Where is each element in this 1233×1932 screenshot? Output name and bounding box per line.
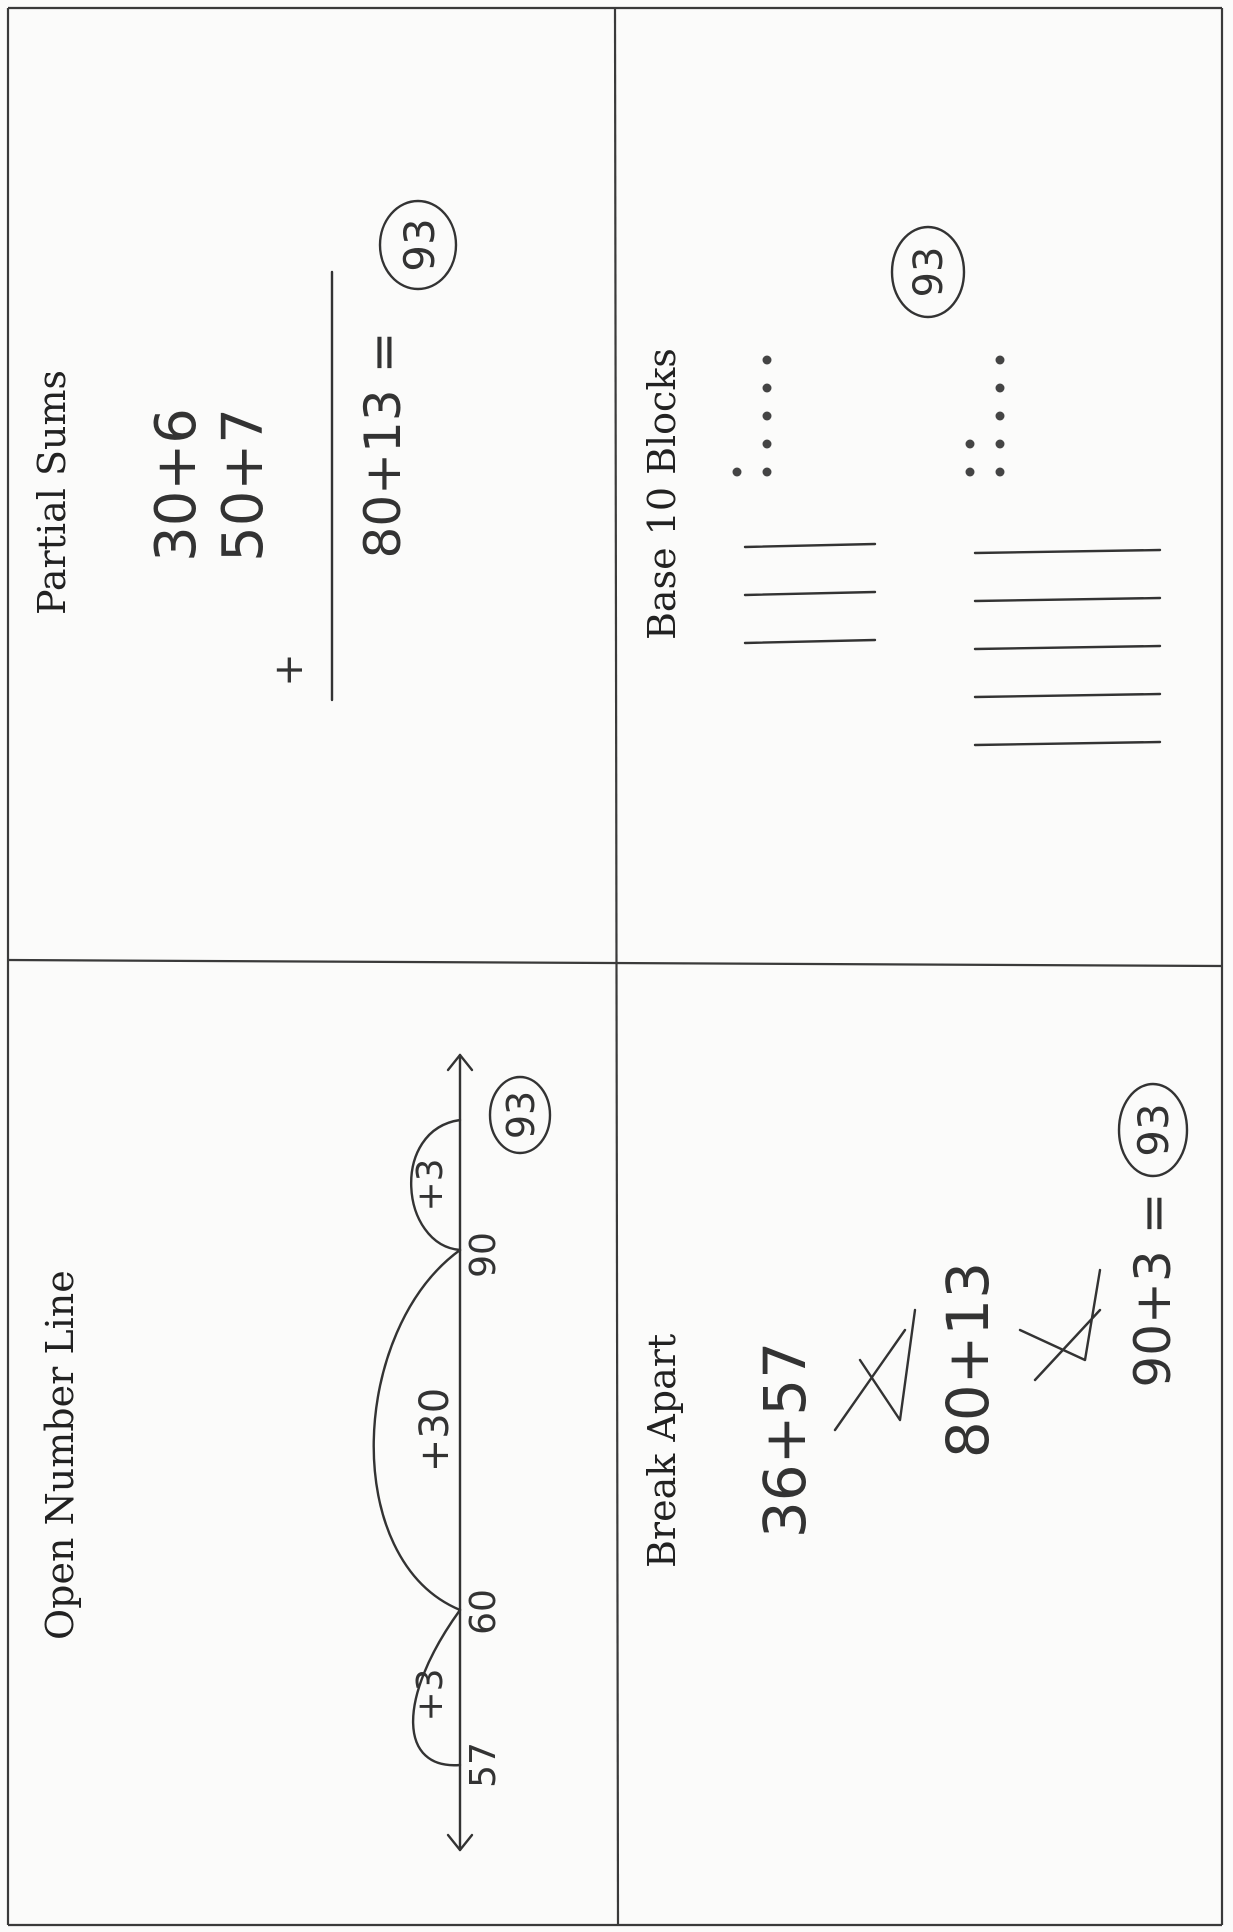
break-apart-drawing: 36+57 80+13 90+3 = 93 xyxy=(751,1084,1187,1538)
ones-cube xyxy=(996,384,1005,393)
ones-cube xyxy=(733,468,742,477)
partial-sums-drawing: 30+6 50+7 + 80+13 = 93 xyxy=(144,201,456,700)
ones-cube xyxy=(763,356,772,365)
ones-cube xyxy=(966,468,975,477)
partial-sums-result: 80+13 = xyxy=(354,332,412,559)
tens-rod xyxy=(975,598,1160,601)
tens-rod xyxy=(975,694,1160,697)
base-10-blocks-drawing xyxy=(733,356,1161,746)
tens-rod xyxy=(745,640,875,643)
tick-60: 60 xyxy=(463,1589,504,1635)
tens-rod xyxy=(745,544,875,547)
tens-rod xyxy=(745,592,875,595)
break-apart-split-1 xyxy=(835,1310,915,1430)
ones-cube xyxy=(996,356,1005,365)
break-apart-line3: 90+3 = xyxy=(1124,1192,1182,1387)
ones-cube xyxy=(763,412,772,421)
ones-cube xyxy=(996,440,1005,449)
tick-90: 90 xyxy=(463,1232,504,1278)
answer-break-apart: 93 xyxy=(1129,1103,1178,1156)
tens-rod xyxy=(975,550,1160,553)
break-apart-split-2 xyxy=(1020,1270,1100,1380)
open-number-line-drawing: 57 60 90 +3 +30 +3 93 xyxy=(374,1055,550,1850)
jump-label-plus30: +30 xyxy=(412,1388,458,1472)
ones-cube xyxy=(996,468,1005,477)
break-apart-line1: 36+57 xyxy=(751,1342,819,1538)
answer-base-10-blocks: 93 xyxy=(906,247,952,298)
jump-label-plus3-a: +3 xyxy=(410,1668,451,1721)
answer-open-number-line: 93 xyxy=(499,1091,543,1139)
tick-57: 57 xyxy=(463,1742,504,1788)
answer-partial-sums: 93 xyxy=(395,218,444,271)
partial-sums-plus: + xyxy=(266,653,312,687)
tens-rod xyxy=(975,742,1160,745)
ones-cube xyxy=(966,440,975,449)
break-apart-line2: 80+13 xyxy=(934,1262,1002,1458)
ones-cube xyxy=(996,412,1005,421)
ones-cube xyxy=(763,384,772,393)
partial-sums-line2: 50+7 xyxy=(211,408,276,562)
ones-cube xyxy=(763,440,772,449)
partial-sums-line1: 30+6 xyxy=(144,408,209,562)
jump-label-plus3-b: +3 xyxy=(410,1158,451,1211)
ones-cube xyxy=(763,468,772,477)
tens-rod xyxy=(975,646,1160,649)
